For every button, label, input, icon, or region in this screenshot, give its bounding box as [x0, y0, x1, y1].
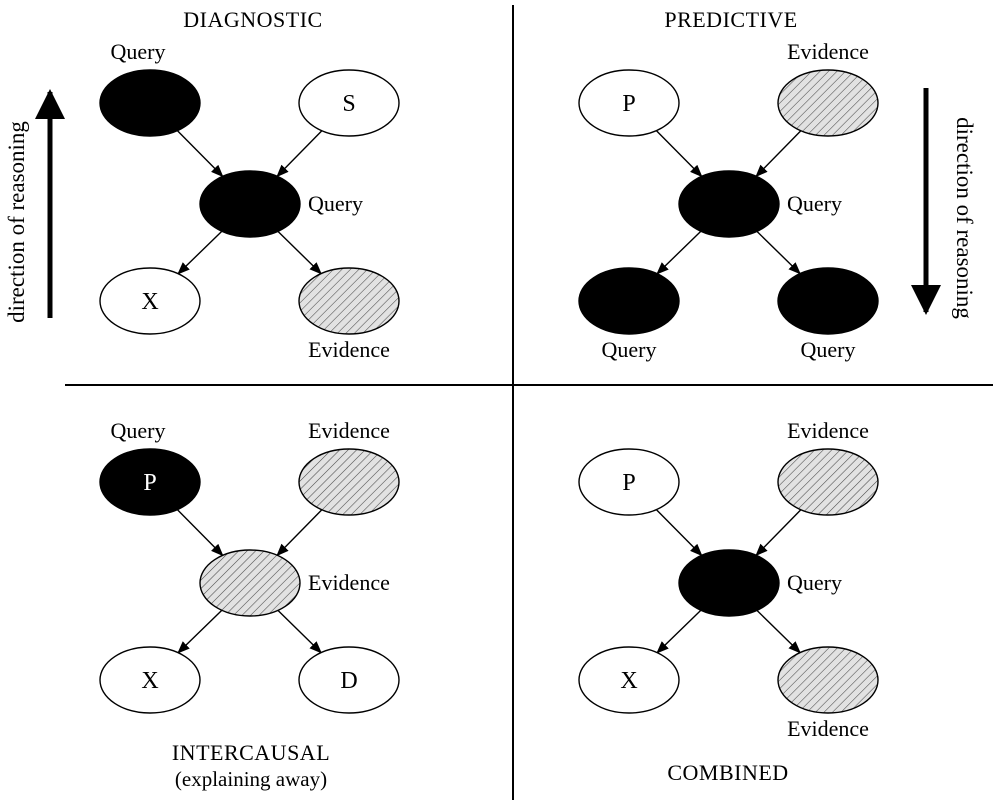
predictive-node-bot-right-caption: Query [801, 337, 856, 362]
diagnostic-node-top-left-caption: Query [111, 39, 166, 64]
predictive-side-label: direction of reasoning [952, 117, 977, 319]
diagnostic-node-bot-right-caption: Evidence [308, 337, 390, 362]
intercausal-node-bot-right-open [298, 646, 400, 714]
combined-edge-top-left-to-mid [655, 509, 703, 557]
predictive-title: PREDICTIVE [664, 7, 797, 32]
combined-node-top-right-caption: Evidence [787, 418, 869, 443]
intercausal-edge-mid-to-bot-right [277, 609, 322, 654]
diagnostic-node-top-right-letter: S [342, 91, 355, 117]
intercausal-node-top-left-letter: P [143, 470, 156, 496]
intercausal-node-mid-caption: Evidence [308, 570, 390, 595]
combined-node-top-left-open [578, 448, 680, 516]
intercausal-node-bot-left-open [99, 646, 201, 714]
intercausal-node-top-right-caption: Evidence [308, 418, 390, 443]
intercausal-node-top-left-query [99, 448, 201, 516]
diagnostic-node-top-right-open [298, 69, 400, 137]
combined-node-top-left-letter: P [622, 470, 635, 496]
diagnostic-node-top-left-query [99, 69, 201, 137]
predictive-node-mid-caption: Query [787, 191, 842, 216]
combined-node-bot-left-open [578, 646, 680, 714]
predictive-edge-top-right-to-mid [755, 130, 802, 178]
combined-node-top-right-evidence [777, 448, 879, 516]
predictive-node-mid-query [678, 170, 780, 238]
intercausal-edge-top-left-to-mid [176, 509, 224, 557]
predictive-node-bot-left-query [578, 267, 680, 335]
predictive-edge-top-left-to-mid [655, 130, 703, 178]
diagnostic-node-bot-left-open [99, 267, 201, 335]
intercausal-node-top-right-evidence [298, 448, 400, 516]
combined-node-mid-query [678, 549, 780, 617]
intercausal-node-mid-evidence [199, 549, 301, 617]
intercausal-node-bot-left-letter: X [141, 668, 158, 694]
predictive-node-top-left-letter: P [622, 91, 635, 117]
diagnostic-node-bot-right-evidence [298, 267, 400, 335]
diagnostic-title: DIAGNOSTIC [183, 7, 322, 32]
diagnostic-edge-top-right-to-mid [276, 130, 323, 178]
intercausal-subtitle: (explaining away) [175, 767, 327, 791]
diagnostic-node-bot-left-letter: X [141, 289, 158, 315]
intercausal-node-top-left-caption: Query [111, 418, 166, 443]
diagnostic-edge-top-left-to-mid [176, 130, 224, 178]
predictive-edge-mid-to-bot-right [756, 230, 801, 275]
intercausal-node-bot-right-letter: D [340, 668, 357, 694]
intercausal-title: INTERCAUSAL [172, 740, 330, 765]
diagnostic-side-label: direction of reasoning [4, 121, 29, 323]
predictive-node-bot-left-caption: Query [602, 337, 657, 362]
diagnostic-edge-mid-to-bot-left [177, 230, 223, 275]
combined-title: COMBINED [667, 760, 788, 785]
combined-node-bot-right-caption: Evidence [787, 716, 869, 741]
diagnostic-node-mid-caption: Query [308, 191, 363, 216]
predictive-node-top-right-evidence [777, 69, 879, 137]
intercausal-edge-top-right-to-mid [276, 509, 323, 557]
diagnostic-edge-mid-to-bot-right [277, 230, 322, 275]
combined-edge-mid-to-bot-left [656, 609, 702, 654]
combined-node-bot-left-letter: X [620, 668, 637, 694]
combined-edge-top-right-to-mid [755, 509, 802, 557]
edges [176, 130, 802, 654]
predictive-node-top-right-caption: Evidence [787, 39, 869, 64]
combined-node-bot-right-evidence [777, 646, 879, 714]
diagnostic-node-mid-query [199, 170, 301, 238]
intercausal-edge-mid-to-bot-left [177, 609, 223, 654]
combined-node-mid-caption: Query [787, 570, 842, 595]
predictive-node-bot-right-query [777, 267, 879, 335]
predictive-edge-mid-to-bot-left [656, 230, 702, 275]
predictive-node-top-left-open [578, 69, 680, 137]
combined-edge-mid-to-bot-right [756, 609, 801, 654]
